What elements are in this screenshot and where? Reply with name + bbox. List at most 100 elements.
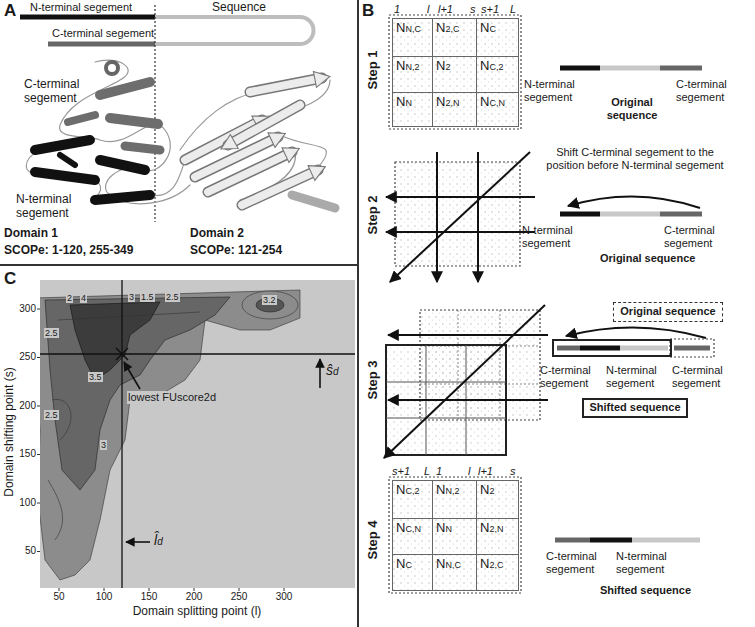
protein-structure [228, 105, 300, 145]
cell-label: NC,N [477, 93, 518, 109]
contour-plot [40, 280, 355, 588]
panel-letter: B [362, 1, 374, 21]
contour-plot [149, 588, 150, 591]
contour-plot [242, 291, 298, 319]
sequence-label: Shifted sequence [600, 584, 691, 597]
box-label: Shifted sequence [589, 401, 680, 414]
contour-plot [121, 280, 122, 588]
segment-label: C-terminal segement [676, 78, 746, 103]
cell-label: NC [393, 555, 432, 571]
protein-structure [95, 195, 150, 200]
segment-label: N-terminal segement [16, 193, 80, 221]
sequence-bar [553, 339, 714, 357]
cell-label: NC,N [393, 519, 432, 535]
contour-label: 1.5 [140, 292, 155, 302]
matrix-cell: NN [392, 92, 433, 127]
cell-label: NN,2 [393, 57, 432, 73]
contour-plot [37, 551, 40, 552]
sequence-bar [660, 212, 702, 217]
matrix-index: l [468, 465, 470, 478]
contour-label: 3 [100, 440, 107, 450]
panel-divider [0, 0, 358, 627]
cell-label: NN [433, 519, 476, 535]
pointer-arrow [124, 362, 140, 389]
segment-label: C-terminal segement [546, 550, 608, 575]
sequence-bar [560, 66, 600, 71]
cell-label: N2,N [433, 93, 476, 109]
contour-plot [284, 588, 285, 591]
cell-label: NC,2 [393, 481, 432, 497]
axis-tick: 300 [276, 591, 293, 603]
protein-structure [35, 172, 95, 180]
sequence-bar [590, 538, 632, 543]
contour-plot [37, 454, 40, 455]
matrix-index: l+1 [438, 3, 453, 16]
contour-label: 3 [128, 292, 135, 302]
contour-plot [48, 312, 200, 540]
matrix-cell: NC [476, 18, 519, 57]
matrix-cell: NN [432, 518, 477, 555]
sequence-bar [620, 346, 668, 351]
box-label: Original sequence [620, 305, 715, 318]
axis-tick: 50 [53, 591, 64, 603]
axis-tick: 300 [19, 303, 36, 315]
contact-matrix [389, 477, 521, 593]
cell-label: NC,2 [477, 57, 518, 73]
sequence-sketch [48, 42, 155, 47]
matrix-cell: NC,2 [392, 480, 433, 519]
contour-label: 2 [66, 293, 73, 303]
protein-structure [100, 82, 150, 95]
pointer-arrow [319, 359, 321, 388]
sequence-bar [660, 66, 702, 71]
axis-tick: 150 [141, 591, 158, 603]
matrix-cell: N2,N [432, 92, 477, 127]
contour-label: 2.5 [165, 292, 180, 302]
shift-arrow [436, 152, 438, 282]
sequence-bar [557, 346, 580, 351]
matrix-index: L [510, 3, 516, 16]
contour-label: 3.5 [88, 372, 103, 382]
matrix-cell: NC [392, 554, 433, 591]
matrix-index: l [427, 3, 429, 16]
matrix-cell: N2,N [476, 518, 519, 555]
contour-plot [37, 357, 40, 358]
shift-arrow [386, 196, 535, 198]
cell-label: N2,C [433, 19, 476, 35]
sequence-bar [560, 68, 702, 69]
axis-tick: 200 [186, 591, 203, 603]
matrix-index: s [510, 465, 516, 478]
protein-structure [60, 155, 75, 165]
sequence-bar [670, 339, 714, 357]
protein-structure [110, 118, 158, 124]
contact-matrix [392, 480, 518, 590]
matrix-index: l+1 [478, 465, 493, 478]
sequence-label: Sequence [212, 1, 266, 15]
matrix-cell: NC,2 [476, 56, 519, 93]
cell-label: NN,2 [433, 481, 476, 497]
sequence-bar [600, 212, 660, 217]
cell-label: NN [393, 93, 432, 109]
shift-arrow [390, 152, 530, 282]
axis-title: Domain shifting point (s) [3, 367, 17, 496]
cell-label: NC [477, 19, 518, 35]
sequence-sketch [20, 15, 155, 20]
segment-label: N-terminal segement [524, 78, 586, 103]
matrix-cell: NC,N [392, 518, 433, 555]
segment-label: N-terminal segement [522, 224, 584, 249]
axis-title: Domain splitting point (l) [133, 605, 262, 619]
annotation: lowest FUscore2d [127, 391, 217, 404]
contact-matrix [389, 477, 521, 593]
contour-plot [37, 309, 40, 310]
protein-structure [292, 195, 335, 208]
panel-letter: A [4, 1, 16, 21]
matrix-cell: NN,C [392, 18, 433, 57]
contour-plot [37, 406, 40, 407]
segment-label: N-terminal segement [616, 550, 678, 575]
cell-label: NN,C [393, 19, 432, 35]
matrix-index: 1 [394, 3, 400, 16]
cell-label: N2,N [477, 519, 518, 535]
sequence-bar [580, 346, 620, 351]
protein-structure [68, 115, 95, 122]
contour-plot [116, 348, 128, 360]
contour-label: 2.5 [44, 410, 59, 420]
